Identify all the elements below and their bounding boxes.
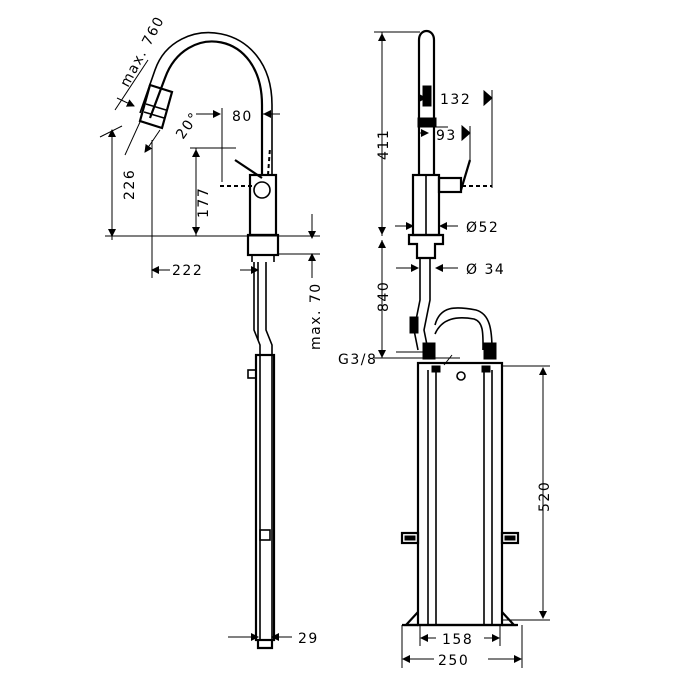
front-lever xyxy=(437,176,463,194)
dim-thread-g38: G3/8 xyxy=(338,352,377,368)
side-faucet-body xyxy=(248,173,278,237)
front-foot-right xyxy=(501,611,517,627)
dim-411: 411 xyxy=(376,129,392,160)
side-spray-ridges xyxy=(145,103,167,111)
side-weight xyxy=(254,353,276,642)
front-foot-left xyxy=(403,611,419,627)
side-view: max. 760 20° 80 226 177 222 xyxy=(99,13,324,650)
side-spout-inner xyxy=(139,31,273,175)
dim-max-760: max. 760 xyxy=(117,13,168,89)
dim-80: 80 xyxy=(232,109,253,125)
dim-177: 177 xyxy=(196,187,212,218)
dim-132: 132 xyxy=(440,92,471,108)
side-hose-left xyxy=(253,262,261,640)
front-spout xyxy=(417,29,436,175)
dim-520: 520 xyxy=(537,481,553,512)
front-hose-right xyxy=(423,258,431,351)
side-lever-handle xyxy=(234,159,263,179)
front-stand xyxy=(416,361,504,627)
side-hose-right xyxy=(265,262,273,640)
dim-840: 840 xyxy=(376,281,392,312)
side-base xyxy=(246,233,280,257)
front-clamp-right xyxy=(500,531,520,545)
side-spray-head xyxy=(138,83,174,130)
front-view: 411 132 93 Ø52 Ø 34 840 G3/8 520 xyxy=(338,29,553,669)
side-lever-pivot xyxy=(253,181,271,199)
dim-93: 93 xyxy=(436,128,457,144)
dim-250: 250 xyxy=(438,653,469,669)
dim-max-70: max. 70 xyxy=(308,282,324,350)
side-spout-outer xyxy=(148,40,264,175)
front-spray-head xyxy=(422,85,432,107)
dim-158: 158 xyxy=(442,632,473,648)
front-supply-pipe xyxy=(434,307,493,351)
front-base xyxy=(407,233,445,260)
dim-dia52: Ø52 xyxy=(466,220,499,236)
front-hose-left xyxy=(413,258,421,351)
front-clamp-left xyxy=(400,531,420,545)
dim-226: 226 xyxy=(122,169,138,200)
dim-222: 222 xyxy=(172,263,203,279)
dim-dia34: Ø 34 xyxy=(466,262,505,278)
dim-29: 29 xyxy=(298,631,319,647)
